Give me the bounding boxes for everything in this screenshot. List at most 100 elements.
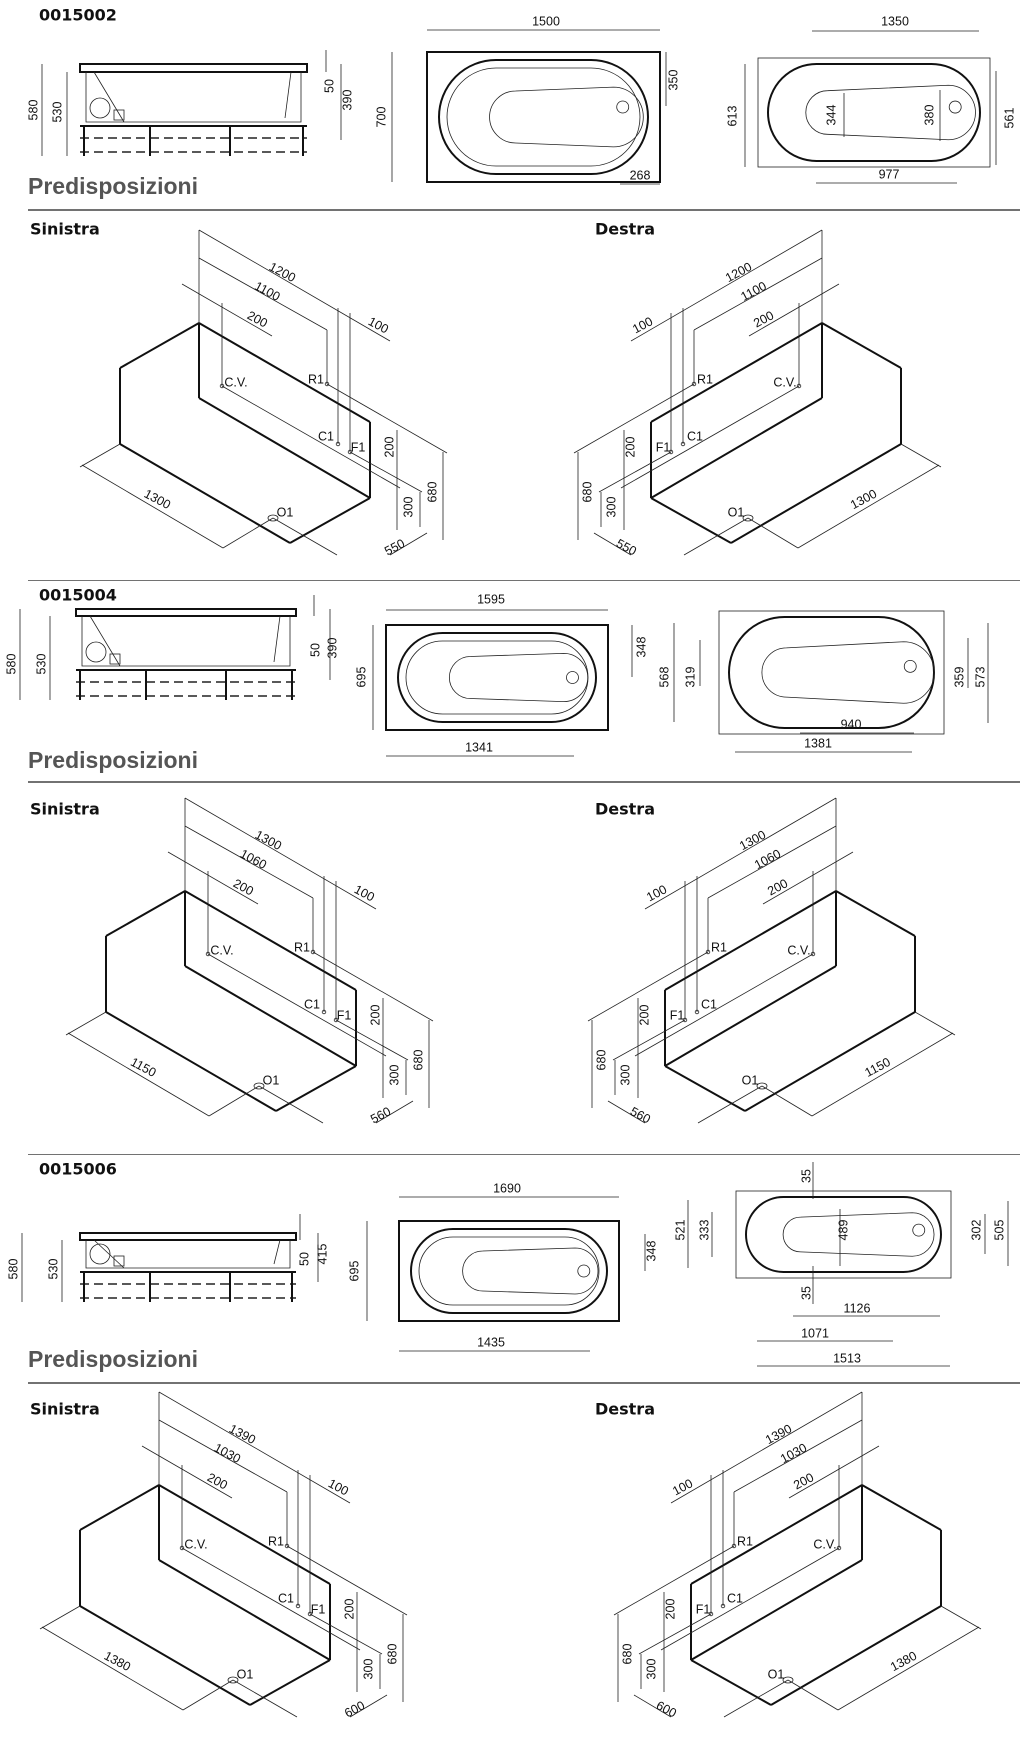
dimension-label: 348 — [634, 637, 648, 658]
dimension-label: 530 — [34, 654, 48, 675]
dimension-label: 100 — [352, 882, 377, 904]
dimension-line — [638, 1613, 712, 1655]
tub-basin — [462, 1247, 599, 1295]
connection-label: O1 — [263, 1073, 280, 1087]
connection-label: C1 — [701, 997, 717, 1011]
bathtub-body — [85, 71, 302, 123]
dimension-label: 1030 — [212, 1441, 243, 1466]
dimension-label: 1500 — [532, 14, 560, 28]
dimension-label: 390 — [340, 90, 354, 111]
connection-point — [680, 441, 686, 447]
connection-label: O1 — [277, 505, 294, 519]
bathtub-rim — [79, 1232, 297, 1241]
dimension-label: 200 — [765, 876, 790, 898]
box-edge — [198, 397, 371, 499]
dimension-label: 300 — [604, 497, 618, 518]
dimension-line — [184, 825, 314, 899]
box-edge — [770, 1605, 942, 1706]
connection-point — [179, 1545, 185, 1551]
bathtub-rim — [75, 608, 297, 617]
connection-point — [708, 1611, 714, 1617]
box-edge — [664, 890, 837, 991]
plan-basin — [782, 1212, 935, 1257]
dimension-line — [258, 1085, 324, 1124]
box-edge — [119, 322, 200, 369]
connection-point — [731, 1543, 737, 1549]
dimension-label: 200 — [342, 1599, 356, 1620]
dimension-label: 50 — [322, 79, 336, 93]
dimension-label: 268 — [630, 168, 651, 182]
connection-label: R1 — [294, 940, 310, 954]
dimension-line — [747, 517, 799, 549]
dimension-line — [733, 1419, 863, 1493]
drain-icon — [903, 659, 917, 673]
dimension-label: 1690 — [493, 1181, 521, 1195]
connection-point — [335, 441, 341, 447]
dimension-line — [335, 1019, 409, 1061]
dimension-line — [41, 1626, 184, 1711]
connection-label: O1 — [768, 1667, 785, 1681]
dimension-label: 1380 — [102, 1649, 133, 1674]
connection-label: C.V. — [813, 1537, 836, 1551]
connection-point — [705, 949, 711, 955]
dimension-label: 680 — [411, 1050, 425, 1071]
connection-point — [205, 951, 211, 957]
box-edge — [105, 1011, 277, 1112]
dimension-label: 700 — [374, 107, 388, 128]
section-heading: Predisposizioni — [28, 1346, 198, 1372]
box-edge — [249, 1659, 331, 1706]
dimension-label: 1071 — [801, 1326, 829, 1340]
connection-point — [720, 1603, 726, 1609]
box-edge — [664, 965, 837, 1067]
destra-title: Destra — [595, 1400, 655, 1419]
dimension-line — [158, 1419, 288, 1493]
dimension-label: 300 — [644, 1659, 658, 1680]
dimension-line — [762, 851, 854, 905]
top-view: 1500 700 350 268 — [374, 14, 680, 185]
outlet-icon — [267, 514, 279, 522]
dimension-label: 550 — [614, 536, 639, 558]
dimension-label: 1435 — [477, 1335, 505, 1349]
dimension-label: 550 — [382, 536, 407, 558]
dimension-line — [79, 443, 121, 468]
dimension-label: 350 — [666, 70, 680, 91]
dimension-label: 415 — [315, 1244, 329, 1265]
dimension-line — [222, 517, 274, 549]
dimension-label: 1200 — [267, 260, 298, 285]
dimension-label: 505 — [992, 1220, 1006, 1241]
dimension-line — [660, 1547, 840, 1651]
plan-outline — [757, 57, 991, 168]
drain-icon — [912, 1223, 926, 1237]
dimension-label: 695 — [347, 1261, 361, 1282]
dimension-line — [198, 257, 328, 331]
dimension-line — [65, 1011, 107, 1036]
connection-point — [347, 449, 353, 455]
dimension-line — [761, 1085, 813, 1117]
connection-point — [295, 1603, 301, 1609]
dimension-line — [683, 517, 749, 556]
dimension-line — [940, 1605, 982, 1630]
box-edge — [861, 1484, 942, 1531]
dimension-label: 580 — [4, 654, 18, 675]
dimension-label: 344 — [824, 105, 838, 126]
connection-label: O1 — [742, 1073, 759, 1087]
connection-point — [324, 381, 330, 387]
dimension-line — [693, 257, 823, 331]
sinistra-title: Sinistra — [30, 220, 100, 239]
tub-outline — [426, 51, 661, 183]
plan-rim-oval — [745, 1196, 942, 1273]
dimension-label: 300 — [387, 1065, 401, 1086]
dimension-label: 1350 — [881, 14, 909, 28]
dimension-line — [787, 1679, 839, 1711]
dimension-label: 200 — [623, 437, 637, 458]
dimension-line — [312, 951, 434, 1022]
dimension-label: 100 — [630, 314, 655, 336]
box-edge — [119, 443, 291, 544]
connection-point — [284, 1543, 290, 1549]
dimension-line — [181, 283, 273, 337]
plan-outline — [735, 1190, 952, 1279]
